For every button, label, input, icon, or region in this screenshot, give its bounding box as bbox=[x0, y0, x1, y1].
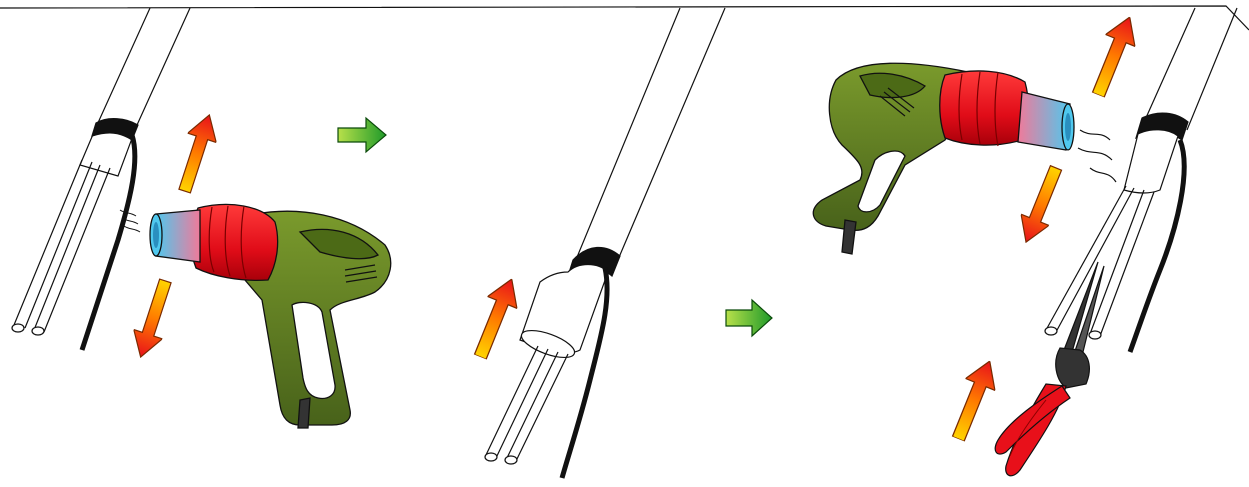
next-step-arrow-icon bbox=[337, 116, 387, 154]
move-down-arrow-icon bbox=[126, 275, 180, 363]
move-down-arrow-icon-3 bbox=[1011, 161, 1071, 249]
pliers-icon bbox=[994, 261, 1105, 477]
pliers-direction-arrow-icon bbox=[943, 355, 1005, 445]
step-2-group bbox=[465, 7, 726, 479]
push-sleeve-arrow-icon bbox=[465, 273, 527, 363]
cable-2 bbox=[484, 7, 726, 479]
cable-1 bbox=[11, 7, 191, 351]
step-3-group bbox=[812, 7, 1238, 477]
move-up-arrow-icon bbox=[170, 109, 224, 197]
heat-gun-icon bbox=[149, 203, 392, 429]
heat-gun-icon-2 bbox=[812, 62, 1075, 255]
cable-3 bbox=[1044, 7, 1238, 353]
frame-border bbox=[0, 5, 1249, 31]
step-1-group bbox=[11, 7, 392, 429]
heat-waves-1 bbox=[119, 209, 141, 233]
move-up-arrow-icon-3 bbox=[1083, 11, 1145, 101]
next-step-arrow-icon-2 bbox=[725, 298, 773, 338]
